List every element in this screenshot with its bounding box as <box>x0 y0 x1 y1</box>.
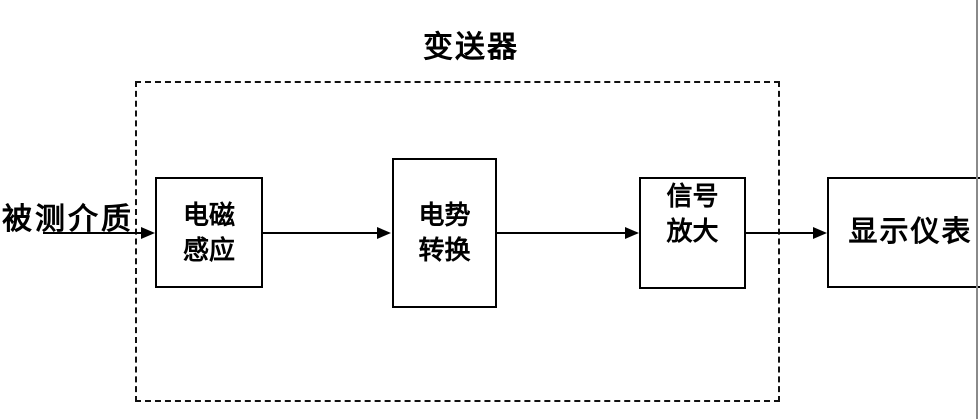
block-electromagnetic-induction: 电磁 感应 <box>155 177 263 288</box>
block-label-line: 感应 <box>182 234 235 265</box>
block-label-line: 显示仪表 <box>848 216 973 248</box>
arrow-input-to-induction <box>43 227 155 239</box>
block-label-line: 电势 <box>418 200 471 230</box>
block-label-line: 信号 <box>666 181 719 211</box>
arrow-amplification-to-display <box>746 227 827 239</box>
transmitter-boundary <box>135 81 780 402</box>
block-signal-amplification: 信号 放大 <box>639 177 746 289</box>
block-label-line: 转换 <box>418 235 471 265</box>
arrow-conversion-to-amplification <box>497 227 639 239</box>
block-potential-conversion: 电势 转换 <box>392 158 497 308</box>
block-label-line: 电磁 <box>182 199 235 230</box>
arrow-induction-to-conversion <box>263 227 391 239</box>
page-edge-line <box>976 0 978 419</box>
block-display-instrument: 显示仪表 <box>827 177 980 288</box>
block-label-line: 放大 <box>666 216 719 246</box>
measured-medium-label: 被测介质 <box>2 203 134 236</box>
transmitter-title: 变送器 <box>423 31 519 64</box>
